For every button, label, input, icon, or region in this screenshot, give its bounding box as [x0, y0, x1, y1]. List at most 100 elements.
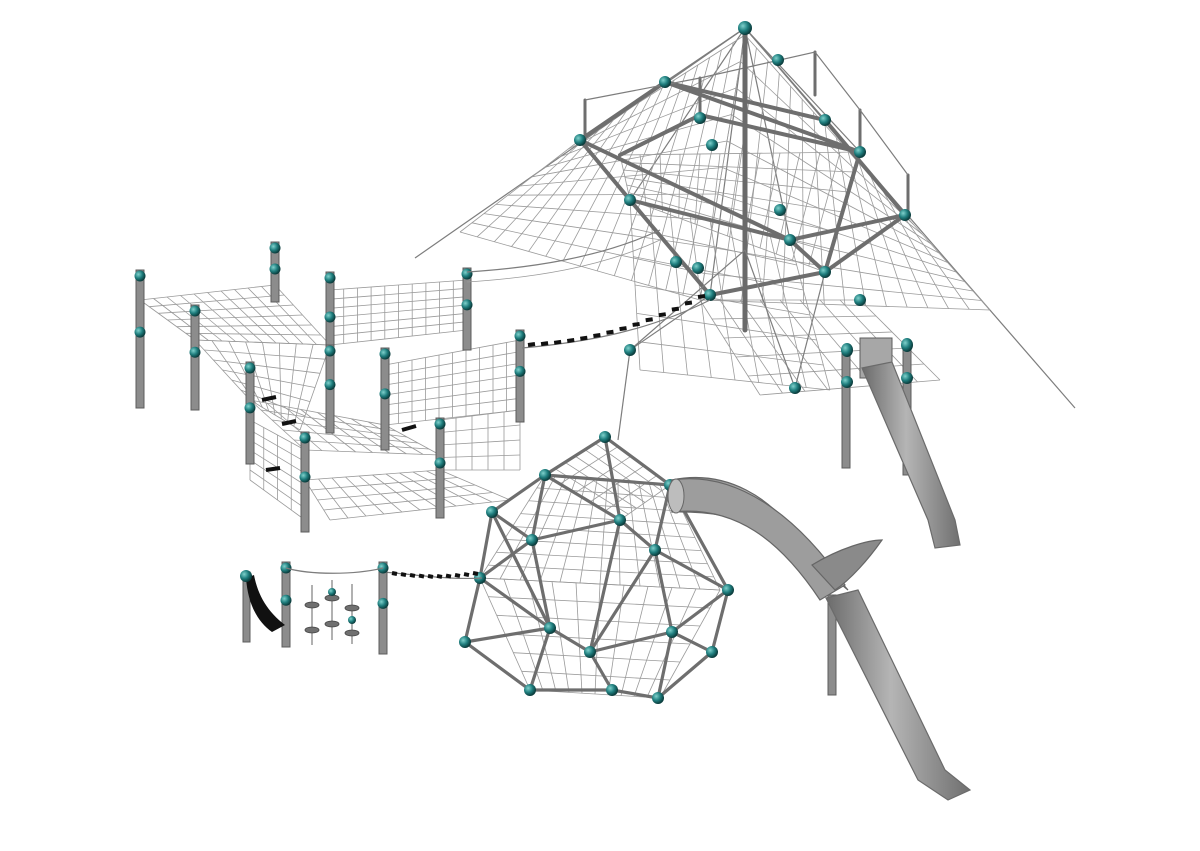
- bridge-plank: [619, 326, 627, 332]
- connector-ball: [899, 209, 911, 221]
- bridge-plank: [418, 573, 425, 579]
- bridge-plank: [409, 572, 416, 578]
- connector-ball: [514, 330, 526, 342]
- connector-ball: [539, 469, 551, 481]
- bridge-plank: [566, 338, 575, 344]
- dome-strut: [478, 538, 534, 580]
- bridge-plank: [463, 572, 470, 577]
- steel-post: [135, 269, 145, 409]
- connector-ball: [738, 21, 752, 35]
- dome-strut: [463, 576, 482, 644]
- dome-frame: [463, 435, 730, 700]
- plank-bridge: [261, 294, 711, 472]
- connector-ball: [666, 626, 678, 638]
- bridge-plank: [436, 573, 443, 579]
- connector-ball: [659, 76, 671, 88]
- connector-ball: [328, 588, 336, 596]
- bridge-plank: [445, 573, 452, 579]
- connector-ball: [459, 636, 471, 648]
- connector-ball: [544, 622, 556, 634]
- connector-ball: [789, 382, 801, 394]
- connector-ball: [722, 584, 734, 596]
- bridge-plank: [540, 341, 549, 347]
- dome-strut: [588, 630, 674, 654]
- dome-connectors: [459, 431, 734, 704]
- dome-strut: [653, 483, 672, 552]
- stepping-disc: [344, 604, 360, 612]
- connector-ball: [189, 346, 201, 358]
- connector-ball: [524, 684, 536, 696]
- connector-ball: [599, 431, 611, 443]
- bridge-plank: [391, 571, 398, 576]
- bridge-plank: [658, 312, 667, 318]
- tall-rope-pyramid: [414, 21, 1076, 441]
- bridge-plank: [553, 339, 562, 345]
- stepping-disc: [304, 601, 320, 609]
- connector-ball: [461, 299, 473, 311]
- connector-ball: [774, 204, 786, 216]
- connector-ball: [526, 534, 538, 546]
- stepping-disc: [324, 620, 340, 628]
- bridge-plank: [454, 572, 461, 578]
- dome-strut: [653, 548, 674, 634]
- dome-strut: [603, 435, 622, 522]
- connector-ball: [434, 418, 446, 430]
- dome-strut: [653, 548, 730, 592]
- bridge-plank: [427, 573, 434, 579]
- geodesic-climbing-dome: [459, 431, 734, 704]
- connector-ball: [694, 112, 706, 124]
- bridge-plank: [593, 333, 601, 338]
- dome-strut: [588, 518, 622, 654]
- connector-ball: [244, 362, 256, 374]
- dome-strut: [710, 588, 730, 654]
- connector-ball: [706, 646, 718, 658]
- dome-strut: [463, 640, 532, 692]
- connector-ball: [574, 134, 586, 146]
- bridge-plank: [472, 571, 479, 576]
- bridge-plank: [645, 317, 653, 323]
- connector-ball: [854, 294, 866, 306]
- swing-seat: [240, 570, 285, 643]
- bridge-plank: [697, 294, 706, 299]
- stepping-disc: [344, 629, 360, 637]
- connector-ball: [670, 256, 682, 268]
- dome-strut: [603, 435, 672, 487]
- dome-strut: [656, 650, 714, 700]
- bridge-plank: [606, 329, 614, 335]
- connector-ball: [379, 348, 391, 360]
- connector-ball: [377, 597, 389, 609]
- dome-strut: [528, 626, 552, 692]
- dome-strut: [478, 576, 552, 630]
- connector-ball: [244, 402, 256, 414]
- connector-ball: [379, 388, 391, 400]
- dome-strut: [530, 518, 622, 542]
- connector-ball: [324, 379, 336, 391]
- bridge-plank: [580, 335, 588, 341]
- connector-ball: [348, 616, 356, 624]
- dome-strut: [490, 473, 547, 514]
- dome-strut: [656, 630, 674, 700]
- connector-ball: [624, 344, 636, 356]
- connector-ball: [819, 114, 831, 126]
- connector-ball: [299, 471, 311, 483]
- connector-ball: [614, 514, 626, 526]
- connector-ball: [461, 268, 473, 280]
- bridge-plank: [671, 306, 680, 312]
- connector-ball: [784, 234, 796, 246]
- connector-ball: [652, 692, 664, 704]
- connector-ball: [134, 326, 146, 338]
- connector-ball: [606, 684, 618, 696]
- dome-strut: [670, 630, 714, 654]
- connector-ball: [706, 139, 718, 151]
- dome-strut: [543, 473, 672, 487]
- connector-ball: [269, 263, 281, 275]
- tube-slide: [667, 477, 972, 801]
- dome-strut: [588, 548, 657, 654]
- dome-strut: [618, 518, 657, 552]
- connector-ball: [704, 289, 716, 301]
- connector-ball: [584, 646, 596, 658]
- connector-ball: [269, 242, 281, 254]
- connector-ball: [324, 272, 336, 284]
- dome-strut: [543, 473, 622, 522]
